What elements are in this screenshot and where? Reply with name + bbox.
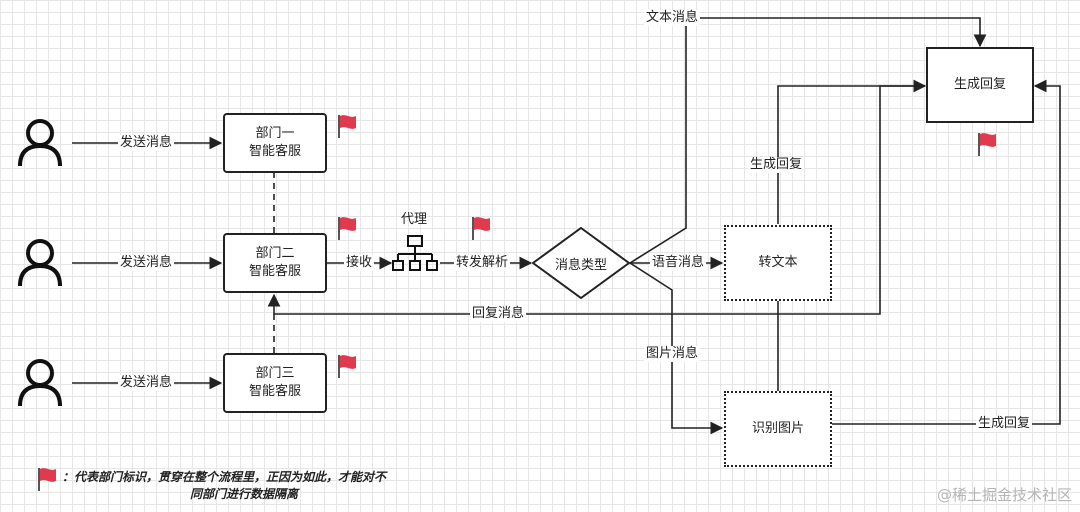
edge-gen-reply-up: [777, 79, 927, 224]
flag-icon: [338, 355, 356, 378]
org-chart-icon: [392, 235, 438, 271]
edge-label-gen-reply-up: 生成回复: [748, 157, 805, 173]
legend-line1: ：代表部门标识，贯穿在整个流程里，正因为如此，才能对不: [62, 470, 387, 484]
diamond-shape: [532, 227, 630, 299]
node-dept3: 部门三智能客服: [223, 353, 327, 413]
node-generate-reply: 生成回复: [926, 47, 1034, 123]
flag-icon: [338, 115, 356, 138]
edge-label-voice-msg: 语音消息: [650, 255, 707, 271]
edge-label-send2: 发送消息: [118, 255, 175, 271]
legend-line2: 同部门进行数据隔离: [190, 487, 299, 501]
node-to-text: 转文本: [724, 225, 832, 301]
edge-reply: [267, 85, 925, 315]
node-msg-type: 消息类型: [532, 227, 630, 299]
edge-label-text-msg: 文本消息: [644, 10, 701, 26]
watermark: @稀土掘金技术社区: [936, 486, 1072, 504]
legend: ：代表部门标识，贯穿在整个流程里，正因为如此，才能对不 同部门进行数据隔离: [62, 469, 386, 503]
node-recognize-image: 识别图片: [724, 391, 832, 467]
legend-flag-icon: [38, 468, 56, 491]
edge-label-send1: 发送消息: [118, 135, 175, 151]
proxy-label: 代理: [401, 212, 428, 227]
flag-icon: [472, 217, 490, 240]
edge-label-reply-msg: 回复消息: [470, 306, 527, 322]
edge-label-forward-parse: 转发解析: [454, 255, 511, 271]
flag-icon: [338, 217, 356, 240]
edge-label-image-msg: 图片消息: [644, 346, 701, 362]
node-dept2: 部门二智能客服: [223, 233, 327, 293]
flag-icon: [978, 133, 996, 156]
person-icon: [18, 239, 62, 287]
edge-label-send3: 发送消息: [118, 375, 175, 391]
edge-gen-reply-right: [830, 79, 1061, 425]
edge-label-receive: 接收: [344, 255, 375, 271]
edge-label-gen-reply-right: 生成回复: [976, 416, 1033, 432]
person-icon: [18, 119, 62, 167]
person-icon: [18, 359, 62, 407]
node-dept1: 部门一智能客服: [223, 113, 327, 173]
